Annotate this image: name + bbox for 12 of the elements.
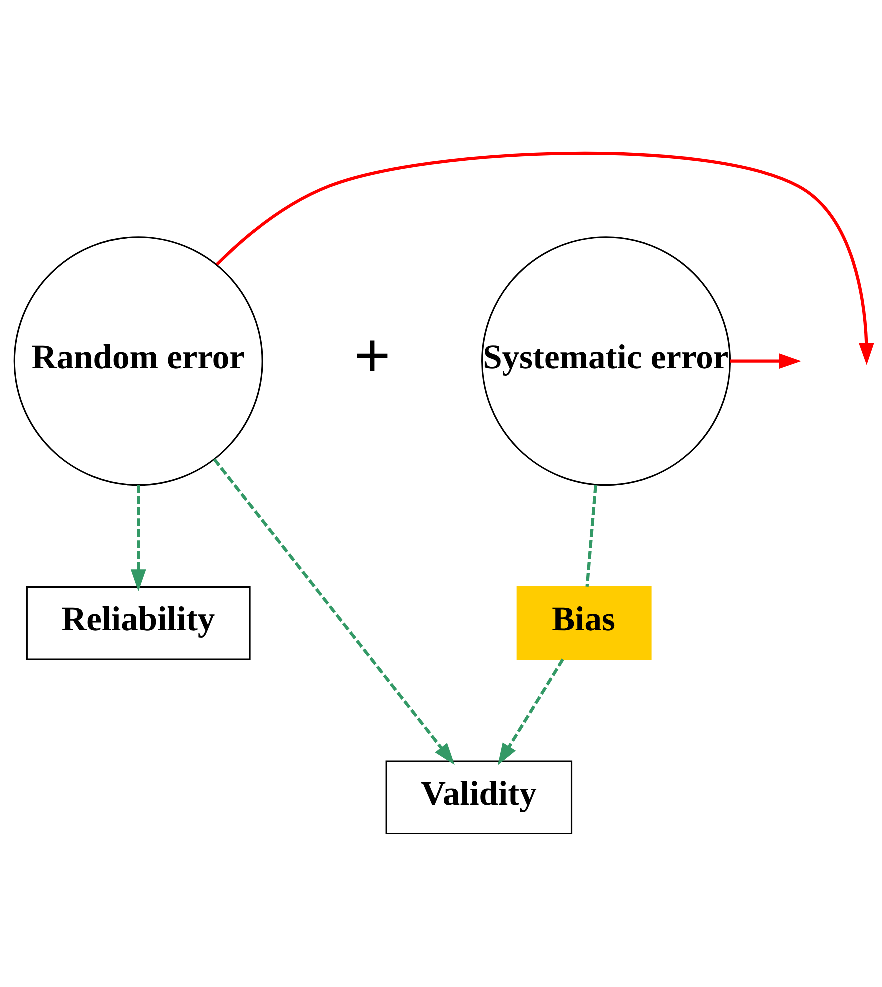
connector (586, 485, 598, 588)
node-box: Bias (516, 586, 652, 660)
arrow (730, 354, 802, 370)
arrow (498, 658, 564, 766)
arrow (213, 458, 455, 766)
node-circle: Random error (14, 236, 264, 486)
arrow (130, 486, 146, 592)
node-box: Validity (386, 760, 573, 834)
label: + (354, 321, 391, 392)
arrow (216, 152, 874, 366)
node-box: Reliability (26, 586, 251, 660)
node-circle: Systematic error (482, 236, 732, 486)
